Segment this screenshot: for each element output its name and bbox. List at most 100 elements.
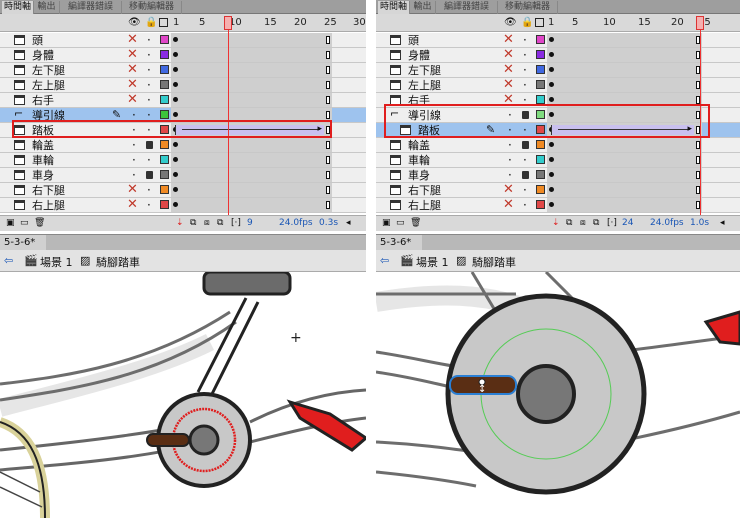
symbol-link[interactable]: 騎腳踏車 <box>96 256 140 269</box>
layer-row[interactable]: 右下腿✕· <box>376 183 740 198</box>
layer-color-swatch[interactable] <box>160 50 169 59</box>
end-keyframe[interactable] <box>326 171 330 179</box>
lock-dot[interactable]: · <box>147 198 151 212</box>
onion-skin-icon[interactable]: ⧉ <box>566 218 573 228</box>
visibility-dot[interactable]: · <box>508 168 512 182</box>
lock-dot[interactable]: · <box>523 48 527 62</box>
keyframe[interactable] <box>549 142 554 147</box>
edit-multiple-icon[interactable]: ⧉ <box>217 218 224 228</box>
frame-rate[interactable]: 24.0fps <box>650 218 684 228</box>
layer-color-swatch[interactable] <box>160 170 169 179</box>
current-frame[interactable]: 24 <box>622 218 634 228</box>
edit-multiple-icon[interactable]: ⧉ <box>593 218 600 228</box>
layer-row[interactable]: 輪盖· <box>376 138 740 153</box>
keyframe[interactable] <box>173 52 178 57</box>
tab-output[interactable]: 輸出 <box>410 1 436 14</box>
keyframe[interactable] <box>173 142 178 147</box>
layer-row[interactable]: 身體✕· <box>0 48 366 63</box>
lock-icon[interactable] <box>146 171 153 179</box>
layer-row[interactable]: 踏板✎··▸ <box>376 123 740 138</box>
keyframe[interactable] <box>173 187 178 192</box>
playhead-handle[interactable] <box>696 16 704 30</box>
lock-icon[interactable]: 🔒 <box>521 17 534 28</box>
frame-track[interactable] <box>547 153 702 167</box>
end-keyframe[interactable] <box>696 126 700 134</box>
visibility-dot[interactable]: · <box>508 108 512 122</box>
lock-dot[interactable]: · <box>147 153 151 167</box>
current-frame[interactable]: 9 <box>247 218 253 228</box>
layer-color-swatch[interactable] <box>160 110 169 119</box>
lock-dot[interactable]: · <box>147 183 151 197</box>
layer-row[interactable]: 頭✕· <box>376 33 740 48</box>
lock-dot[interactable]: · <box>147 108 151 122</box>
end-keyframe[interactable] <box>696 201 700 209</box>
visibility-dot[interactable]: · <box>132 123 136 137</box>
lock-dot[interactable]: · <box>147 93 151 107</box>
new-layer-icon[interactable]: ▣ <box>6 218 15 228</box>
layer-color-swatch[interactable] <box>536 110 545 119</box>
layer-name[interactable]: 車身 <box>32 169 54 182</box>
layer-name[interactable]: 車身 <box>408 169 430 182</box>
keyframe[interactable] <box>549 157 554 162</box>
keyframe[interactable] <box>549 82 554 87</box>
end-keyframe[interactable] <box>696 141 700 149</box>
layer-name[interactable]: 左上腿 <box>408 79 441 92</box>
frame-track[interactable] <box>171 108 332 122</box>
layer-color-swatch[interactable] <box>536 50 545 59</box>
modify-markers-icon[interactable]: [·] <box>231 218 241 228</box>
layer-name[interactable]: 右手 <box>408 94 430 107</box>
end-keyframe[interactable] <box>696 186 700 194</box>
layer-name[interactable]: 頭 <box>408 34 419 47</box>
frame-ruler[interactable]: 👁 🔒 1 5 10 15 20 25 <box>376 14 740 32</box>
tab-timeline[interactable]: 時間軸 <box>2 1 34 14</box>
onion-outline-icon[interactable]: ⧈ <box>580 218 586 228</box>
layer-name[interactable]: 右上腿 <box>32 199 65 212</box>
trash-icon[interactable]: 🗑 <box>410 218 422 228</box>
layer-name[interactable]: 右手 <box>32 94 54 107</box>
lock-dot[interactable]: · <box>523 183 527 197</box>
layer-row[interactable]: ⌐導引線✎·· <box>0 108 366 123</box>
lock-icon[interactable] <box>522 141 529 149</box>
hidden-x-icon[interactable]: ✕ <box>503 62 514 77</box>
keyframe[interactable] <box>549 187 554 192</box>
frame-track[interactable] <box>547 48 702 62</box>
keyframe[interactable] <box>549 52 554 57</box>
layer-color-swatch[interactable] <box>536 125 545 134</box>
lock-icon[interactable] <box>146 141 153 149</box>
visibility-dot[interactable]: · <box>132 138 136 152</box>
keyframe[interactable] <box>173 202 178 207</box>
layer-row[interactable]: 右上腿✕· <box>376 198 740 213</box>
scene-link[interactable]: 場景 1 <box>40 256 73 269</box>
layer-name[interactable]: 輪盖 <box>32 139 54 152</box>
document-tab[interactable]: 5-3-6* × <box>0 235 46 264</box>
keyframe[interactable] <box>173 112 178 117</box>
lock-dot[interactable]: · <box>523 153 527 167</box>
motion-tween[interactable]: ▸ <box>175 125 324 135</box>
end-keyframe[interactable] <box>326 201 330 209</box>
frame-track[interactable] <box>547 33 702 47</box>
layer-color-swatch[interactable] <box>160 185 169 194</box>
elapsed-time[interactable]: 0.3s <box>319 218 339 228</box>
hidden-x-icon[interactable]: ✕ <box>127 47 138 62</box>
modify-markers-icon[interactable]: [·] <box>607 218 617 228</box>
end-keyframe[interactable] <box>696 171 700 179</box>
layer-name[interactable]: 身體 <box>32 49 54 62</box>
end-keyframe[interactable] <box>326 141 330 149</box>
frame-track[interactable] <box>171 33 332 47</box>
elapsed-time[interactable]: 1.0s <box>690 218 710 228</box>
playhead-handle[interactable] <box>224 16 232 30</box>
frame-track[interactable] <box>171 78 332 92</box>
hidden-x-icon[interactable]: ✕ <box>503 47 514 62</box>
layer-row[interactable]: 左上腿✕· <box>0 78 366 93</box>
frame-ruler[interactable]: 👁 🔒 1 5 10 15 20 25 30 <box>0 14 366 32</box>
visibility-dot[interactable]: · <box>508 138 512 152</box>
layer-row[interactable]: 車身· <box>0 168 366 183</box>
layer-name[interactable]: 左下腿 <box>32 64 65 77</box>
frame-track[interactable] <box>171 198 332 212</box>
hidden-x-icon[interactable]: ✕ <box>127 77 138 92</box>
end-keyframe[interactable] <box>696 96 700 104</box>
lock-dot[interactable]: · <box>523 78 527 92</box>
layer-name[interactable]: 右下腿 <box>32 184 65 197</box>
layer-name[interactable]: 頭 <box>32 34 43 47</box>
eye-icon[interactable]: 👁 <box>504 17 517 28</box>
